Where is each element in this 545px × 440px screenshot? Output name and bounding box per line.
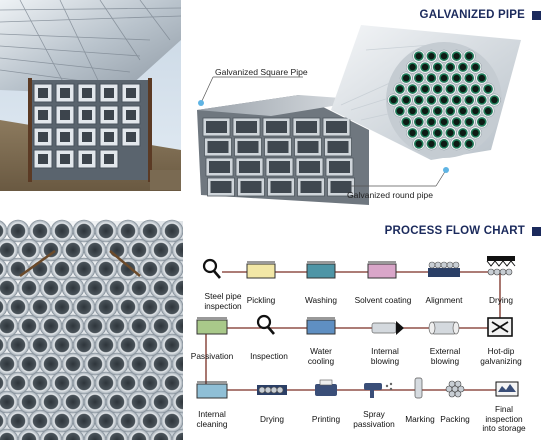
- round-pipe-bundle-photo: [0, 191, 183, 440]
- step-packing: Packing: [440, 414, 470, 424]
- hex-bundle-icon: [445, 380, 465, 398]
- marker-icon: [414, 377, 423, 399]
- step-alignment: Alignment: [425, 295, 463, 305]
- blue-tank-icon: [306, 317, 336, 335]
- cleaning-tank-icon: [196, 381, 228, 399]
- step-marking: Marking: [405, 414, 435, 424]
- pink-tank-icon: [367, 261, 397, 279]
- teal-tank-icon: [306, 261, 336, 279]
- magnifier-icon: [202, 258, 221, 279]
- storage-icon: [495, 381, 519, 397]
- drying-tray-icon: [257, 385, 287, 395]
- spray-gun-icon: [364, 382, 393, 398]
- pipe-product-illustration: [197, 25, 521, 205]
- square-pipe-stack-photo: [0, 0, 181, 215]
- green-tank-icon: [196, 317, 228, 335]
- step-drying-2: Drying: [260, 414, 284, 424]
- step-solvent-coating: Solvent coating: [354, 295, 412, 305]
- pipe-arrow-icon: [371, 321, 404, 335]
- square-pipe-callout: Galvanized Square Pipe: [215, 67, 308, 77]
- title-square-icon: [532, 11, 541, 20]
- step-passivation: Passivation: [190, 351, 234, 361]
- drying-oven-icon: [486, 256, 516, 276]
- galvanizing-bath-icon: [487, 317, 513, 337]
- title-square-icon: [532, 227, 541, 236]
- pipe-tray-icon: [428, 261, 460, 277]
- process-flow-title: PROCESS FLOW CHART: [384, 225, 525, 237]
- step-drying-1: Drying: [489, 295, 513, 305]
- pipe-blower-icon: [428, 321, 460, 335]
- magnifier-icon: [256, 314, 275, 335]
- galvanized-pipe-product-panel: GALVANIZED PIPE Galvanized Squar: [191, 0, 545, 215]
- step-printing: Printing: [311, 414, 341, 424]
- step-pickling: Pickling: [246, 295, 276, 305]
- printer-icon: [315, 379, 337, 396]
- step-washing: Washing: [305, 295, 337, 305]
- galvanized-pipe-title: GALVANIZED PIPE: [419, 9, 525, 21]
- yellow-tank-icon: [246, 261, 276, 279]
- step-inspection: Inspection: [250, 351, 288, 361]
- round-pipe-callout: Galvanized round pipe: [347, 190, 433, 200]
